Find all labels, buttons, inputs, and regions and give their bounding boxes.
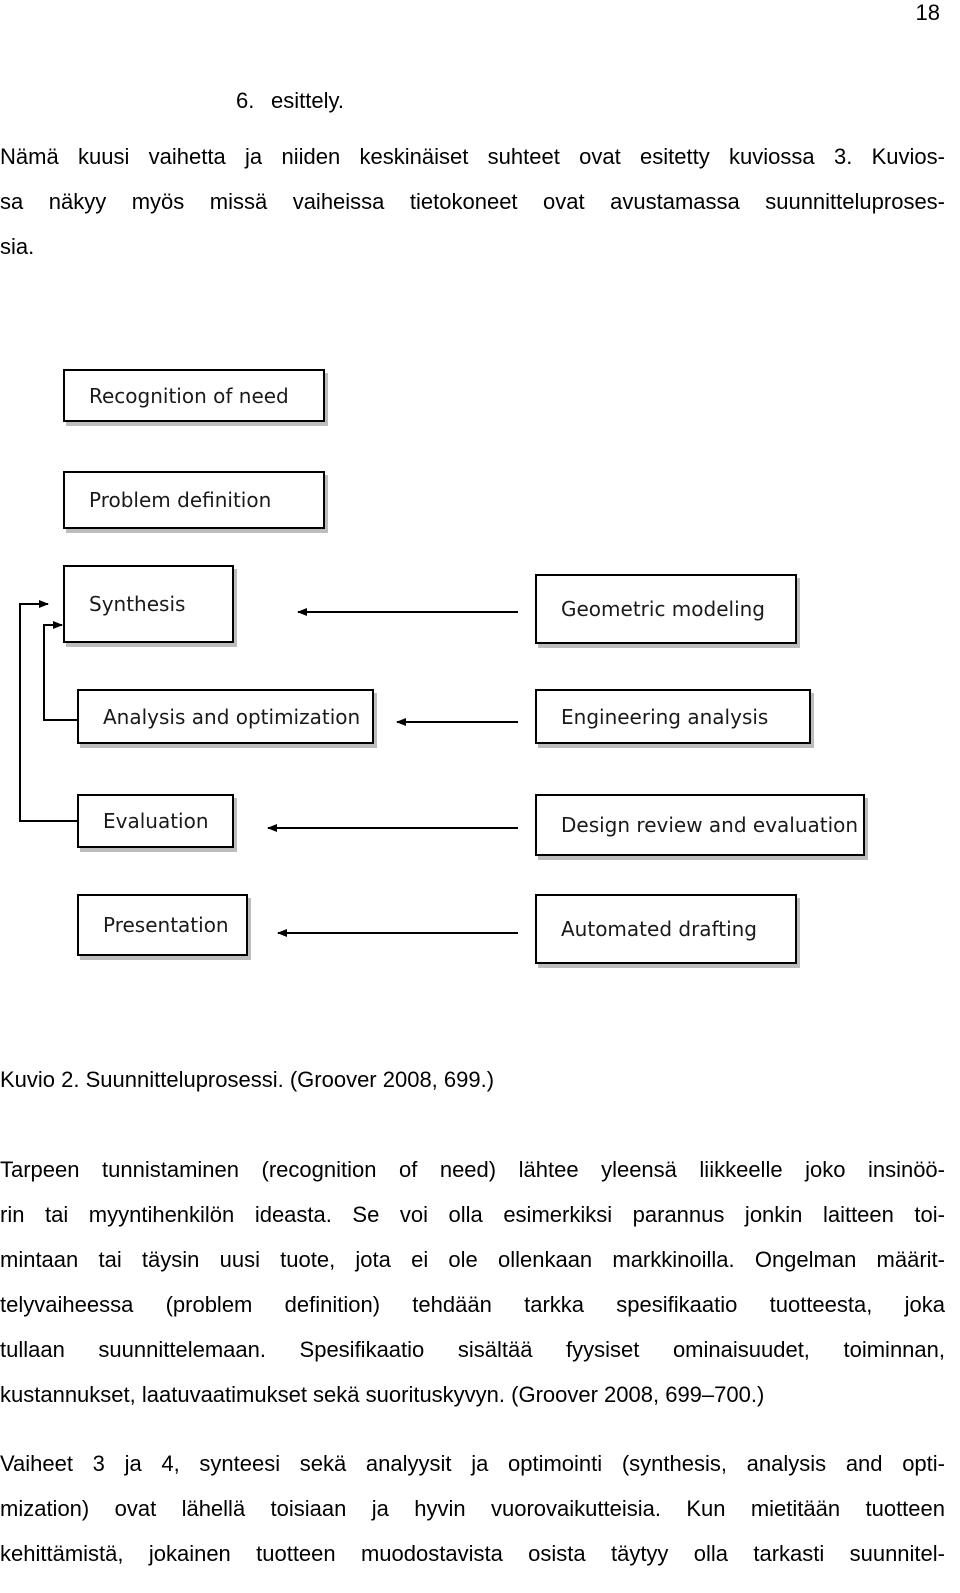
paragraph-line: mintaan tai täysin uusi tuote, jota ei o… <box>0 1247 945 1272</box>
intro-line: Nämä kuusi vaihetta ja niiden keskinäise… <box>0 144 945 169</box>
list-item-number: 6. <box>236 88 255 113</box>
box-evaluation: Evaluation <box>77 794 234 848</box>
feedback-loop-evaluation-to-synthesis <box>19 600 78 822</box>
intro-paragraph: Nämä kuusi vaihetta ja niiden keskinäise… <box>0 134 945 269</box>
paragraph-line: Vaiheet 3 ja 4, synteesi sekä analyysit … <box>0 1451 945 1476</box>
body-paragraph-1: Tarpeen tunnistaminen (recognition of ne… <box>0 1147 945 1417</box>
figure-caption: Kuvio 2. Suunnitteluprosessi. (Groover 2… <box>0 1067 495 1092</box>
body-paragraph-2: Vaiheet 3 ja 4, synteesi sekä analyysit … <box>0 1441 945 1576</box>
box-analysis-and-optimization: Analysis and optimization <box>77 689 374 744</box>
intro-line: sa näkyy myös missä vaiheissa tietokonee… <box>0 189 945 214</box>
box-problem-definition: Problem definition <box>63 471 325 529</box>
box-recognition-of-need: Recognition of need <box>63 369 325 422</box>
box-synthesis: Synthesis <box>63 565 234 643</box>
box-geometric-modeling: Geometric modeling <box>535 574 797 644</box>
intro-line: sia. <box>0 234 35 259</box>
feedback-loop-analysis-to-synthesis <box>43 621 78 721</box>
box-design-review-and-evaluation: Design review and evaluation <box>535 794 865 856</box>
paragraph-line: mization) ovat lähellä toisiaan ja hyvin… <box>0 1496 945 1521</box>
page-number: 18 <box>915 0 940 25</box>
paragraph-line: rin tai myyntihenkilön ideasta. Se voi o… <box>0 1202 945 1227</box>
paragraph-line: tullaan suunnittelemaan. Spesifikaatio s… <box>0 1337 945 1362</box>
list-item-presentation: 6. esittely. <box>236 88 344 114</box>
box-engineering-analysis: Engineering analysis <box>535 689 811 744</box>
box-presentation: Presentation <box>77 894 248 956</box>
design-process-diagram <box>19 600 518 937</box>
box-automated-drafting: Automated drafting <box>535 894 797 964</box>
paragraph-line: kehittämistä, jokainen tuotteen muodosta… <box>0 1541 945 1566</box>
list-item-text: esittely. <box>271 88 344 113</box>
paragraph-line: telyvaiheessa (problem definition) tehdä… <box>0 1292 945 1317</box>
paragraph-line: kustannukset, laatuvaatimukset sekä suor… <box>0 1382 765 1407</box>
paragraph-line: Tarpeen tunnistaminen (recognition of ne… <box>0 1157 945 1182</box>
